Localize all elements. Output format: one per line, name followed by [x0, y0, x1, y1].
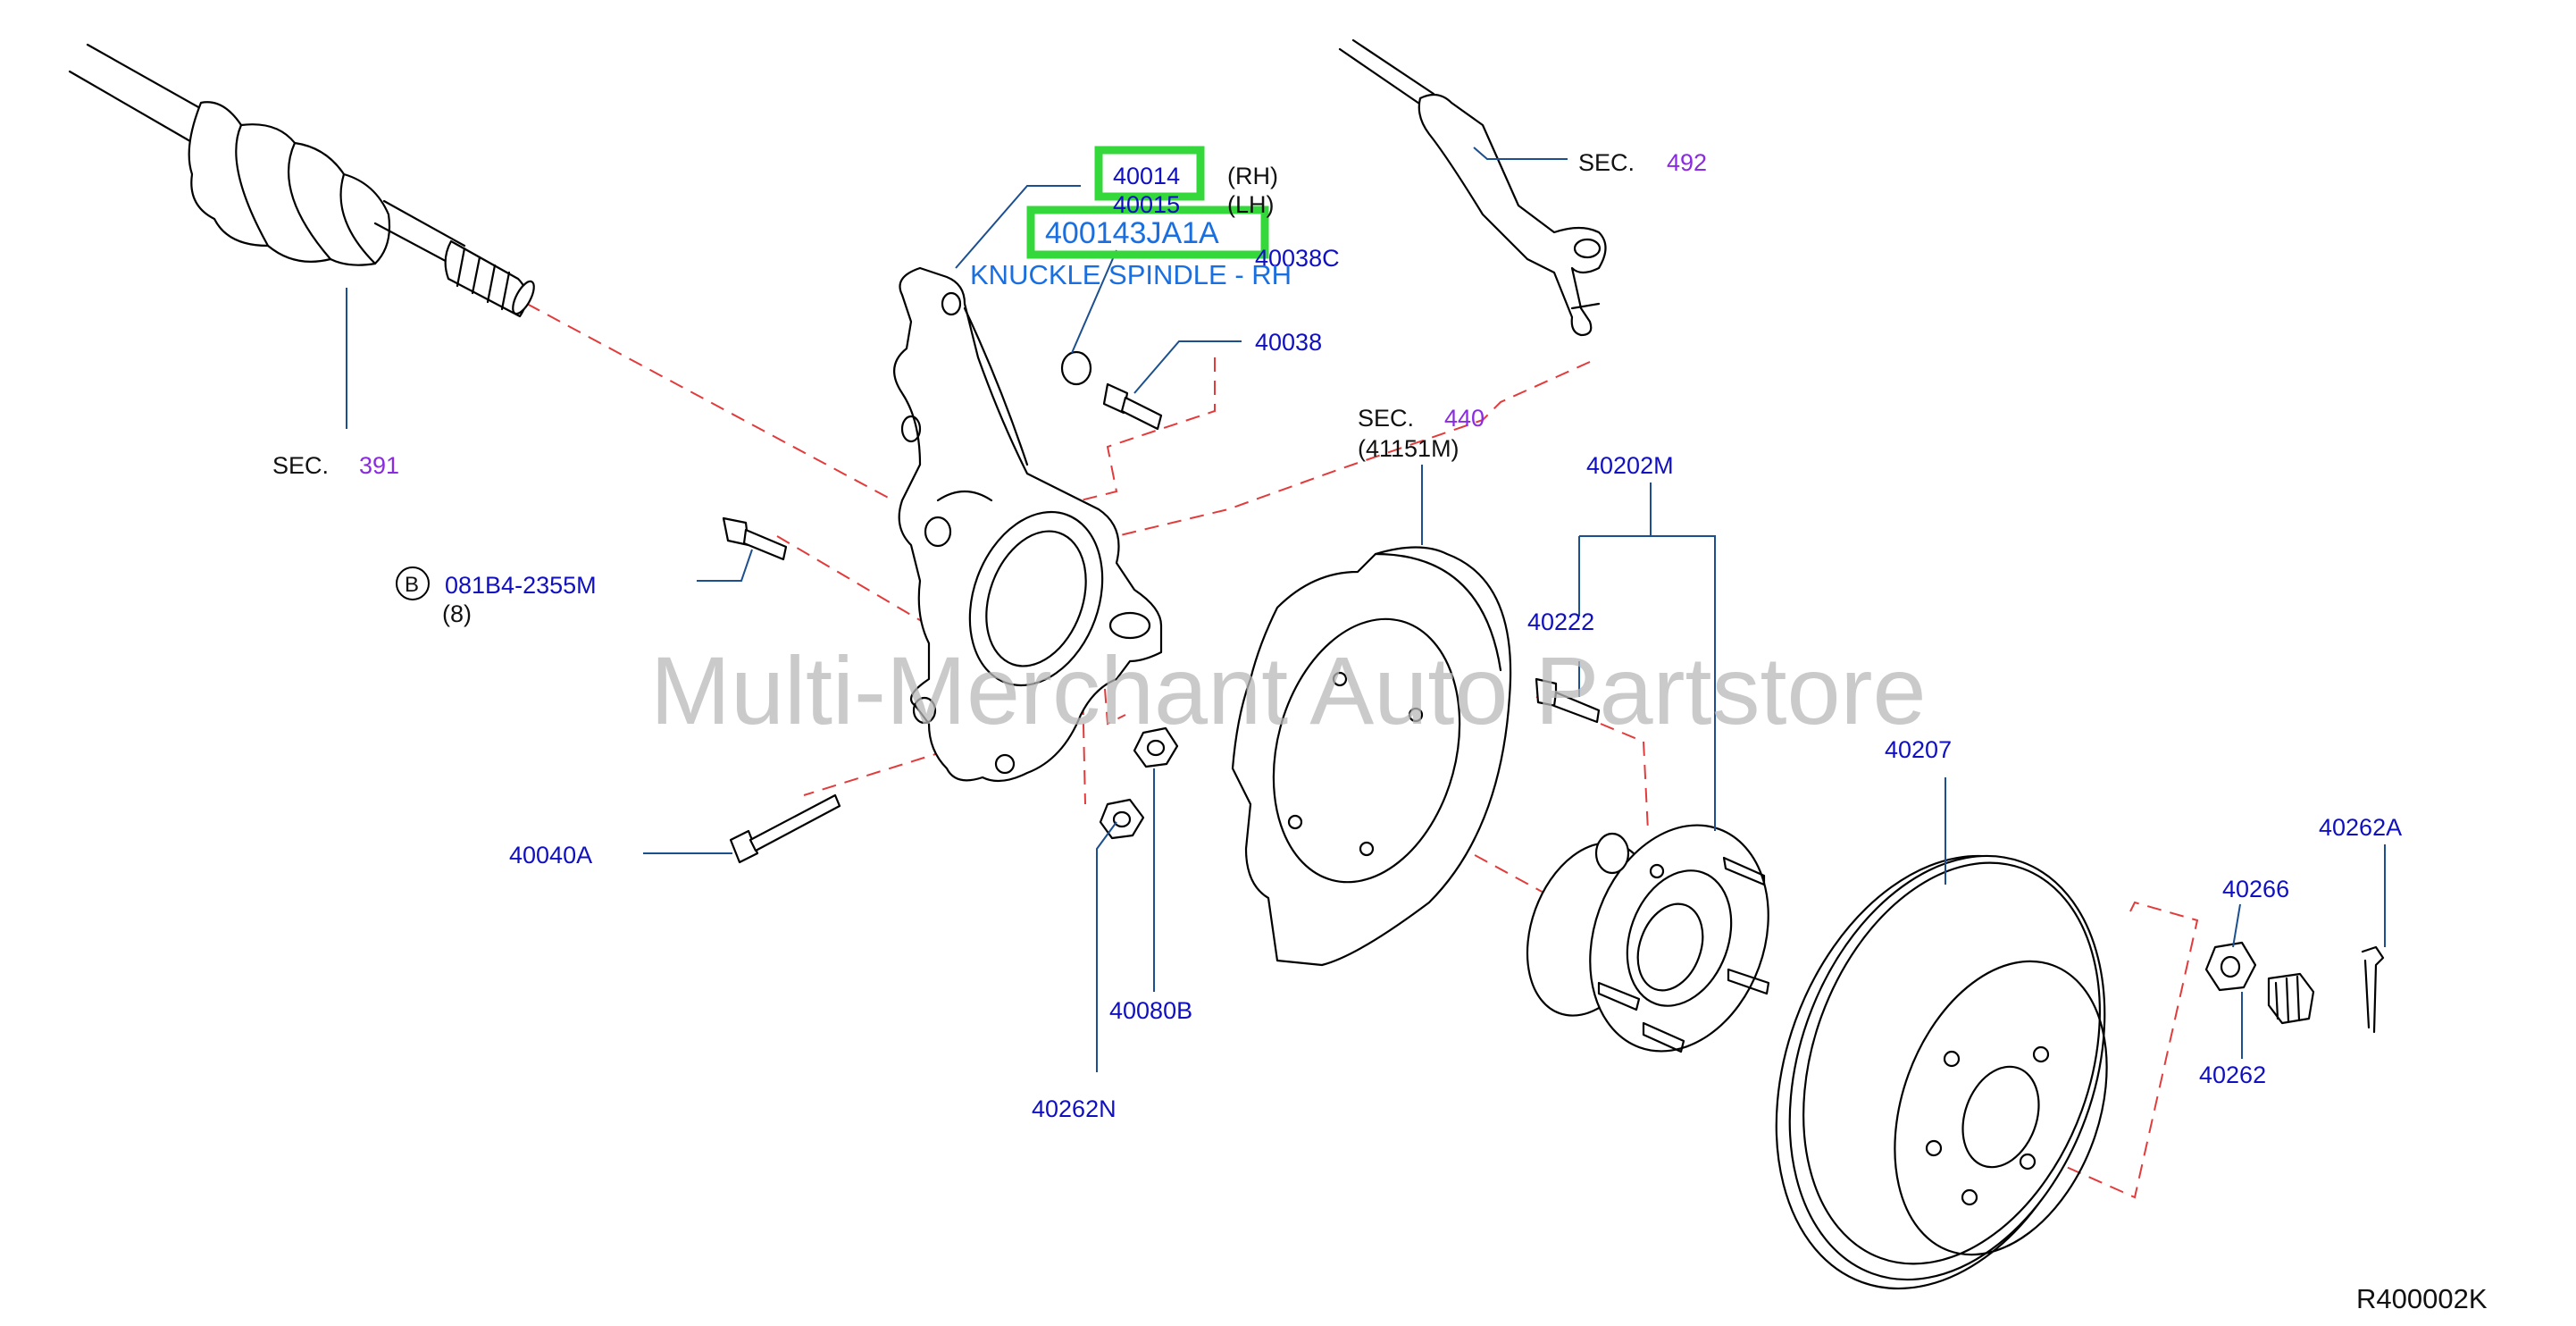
label-40262[interactable]: 40262 — [2199, 1062, 2266, 1088]
drive-shaft — [68, 43, 535, 318]
label-lh: (LH) — [1227, 191, 1275, 218]
label-40202M[interactable]: 40202M — [1586, 452, 1674, 479]
dust-shield — [1231, 546, 1512, 967]
bolt-marker-circle — [396, 566, 430, 600]
tie-rod-end — [1338, 38, 1607, 337]
part-labels: 40014 (RH) 40015 (LH) 400143JA1A 40038C … — [272, 149, 2488, 1314]
steering-knuckle — [893, 266, 1163, 783]
label-40015[interactable]: 40015 — [1113, 191, 1180, 218]
brake-rotor — [1775, 854, 2108, 1290]
watermark-text: Multi-Merchant Auto Partstore — [650, 636, 1927, 744]
label-bolt-marker: B — [405, 573, 419, 597]
highlight-box-400143JA1A[interactable] — [1026, 206, 1269, 259]
label-sec-word-440: SEC. — [1358, 405, 1414, 432]
label-sec-492[interactable]: 492 — [1667, 149, 1707, 176]
label-40262N[interactable]: 40262N — [1032, 1095, 1117, 1122]
highlight-description: KNUCKLE SPINDLE - RH — [970, 259, 1292, 290]
label-40038C[interactable]: 40038C — [1255, 245, 1340, 272]
hub-bearing — [1526, 677, 1770, 1053]
label-40262A[interactable]: 40262A — [2319, 814, 2402, 841]
label-sec-word-492: SEC. — [1578, 149, 1635, 176]
knuckle-fasteners — [722, 350, 1179, 864]
label-40040A[interactable]: 40040A — [509, 842, 592, 869]
label-41151M[interactable]: (41151M) — [1358, 435, 1459, 462]
label-40080B[interactable]: 40080B — [1109, 997, 1192, 1024]
label-081B4-2355M[interactable]: 081B4-2355M — [445, 572, 597, 599]
hub-nut-set — [2204, 941, 2385, 1034]
highlight-box-40014 — [1094, 146, 1205, 201]
label-40222[interactable]: 40222 — [1527, 608, 1594, 635]
label-40038[interactable]: 40038 — [1255, 329, 1322, 356]
label-sec-440[interactable]: 440 — [1444, 405, 1485, 432]
leader-lines — [346, 147, 2386, 1072]
diagram-code: R400002K — [2356, 1283, 2488, 1314]
highlight-part-number[interactable]: 400143JA1A — [1045, 216, 1219, 250]
label-rh: (RH) — [1227, 163, 1278, 189]
label-sec-391[interactable]: 391 — [359, 452, 399, 479]
label-40266[interactable]: 40266 — [2222, 876, 2289, 902]
label-sec-word-391: SEC. — [272, 452, 329, 479]
label-40207[interactable]: 40207 — [1885, 736, 1952, 763]
label-40014[interactable]: 40014 — [1113, 163, 1180, 189]
label-qty-8: (8) — [442, 600, 472, 627]
